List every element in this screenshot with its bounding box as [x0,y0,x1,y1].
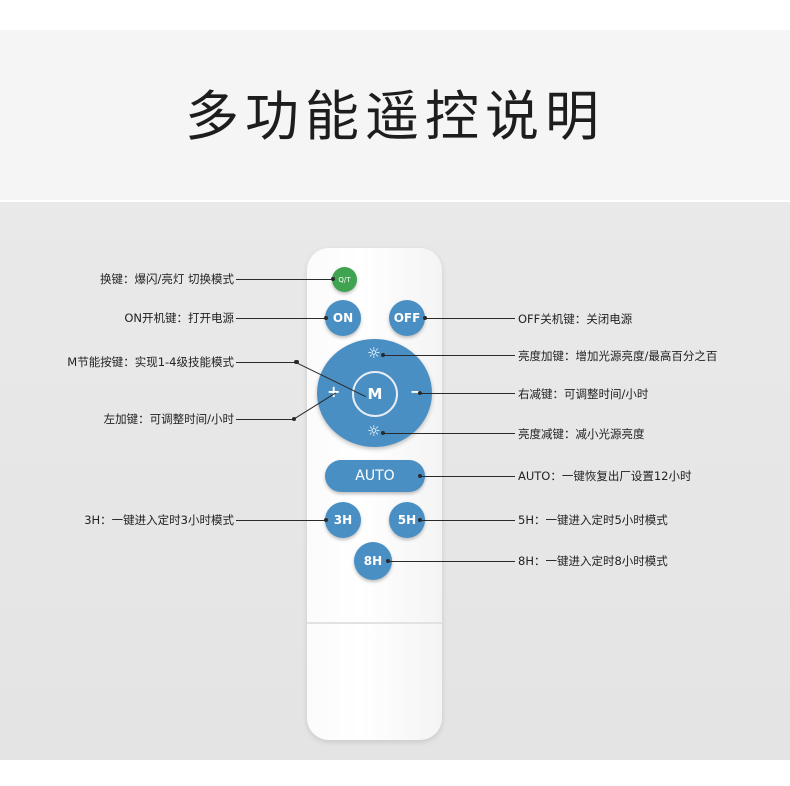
3h-button[interactable]: 3H [325,502,361,538]
brightness-up-icon[interactable]: ☼ [367,344,381,362]
label-auto: AUTO：一键恢复出厂设置12小时 [518,469,692,483]
auto-button[interactable]: AUTO [325,460,425,492]
leader-line-on [236,316,328,320]
leader-line-bright-up [381,353,515,357]
label-3h: 3H：一键进入定时3小时模式 [84,513,234,527]
leader-line-8h [386,559,515,563]
brightness-down-icon[interactable]: ☼ [367,422,381,440]
label-5h: 5H：一键进入定时5小时模式 [518,513,668,527]
leader-line-5h [418,518,515,522]
label-off: OFF关机键：关闭电源 [518,312,633,326]
leader-line-3h [236,518,328,522]
label-bright-down: 亮度减键：减小光源亮度 [518,427,645,441]
leader-line-off [423,316,515,320]
plus-button[interactable]: + [327,382,341,401]
label-qt: 换键：爆闪/亮灯 切换模式 [99,272,234,286]
5h-button[interactable]: 5H [389,502,425,538]
label-bright-up: 亮度加键：增加光源亮度/最高百分之百 [518,349,718,363]
leader-line-plus [236,417,296,421]
minus-button[interactable]: − [410,382,424,401]
label-minus: 右减键：可调整时间/小时 [518,387,649,401]
remote-battery-seam [307,622,442,624]
leader-line-auto [418,474,515,478]
qt-button[interactable]: Q/T [332,267,357,292]
8h-button[interactable]: 8H [354,542,392,580]
label-on: ON开机键：打开电源 [124,311,234,325]
header-banner [0,30,790,200]
leader-line-minus [418,391,515,395]
top-strip [0,0,790,30]
bottom-strip [0,760,790,786]
leader-line-m [236,360,298,364]
label-8h: 8H：一键进入定时8小时模式 [518,554,668,568]
leader-line-qt [236,277,335,281]
page-title: 多功能遥控说明 [185,85,605,148]
leader-line-bright-down [381,431,515,435]
off-button[interactable]: OFF [389,300,425,336]
label-m: M节能按键：实现1-4级技能模式 [67,355,234,369]
label-plus: 左加键：可调整时间/小时 [103,412,234,426]
on-button[interactable]: ON [325,300,361,336]
